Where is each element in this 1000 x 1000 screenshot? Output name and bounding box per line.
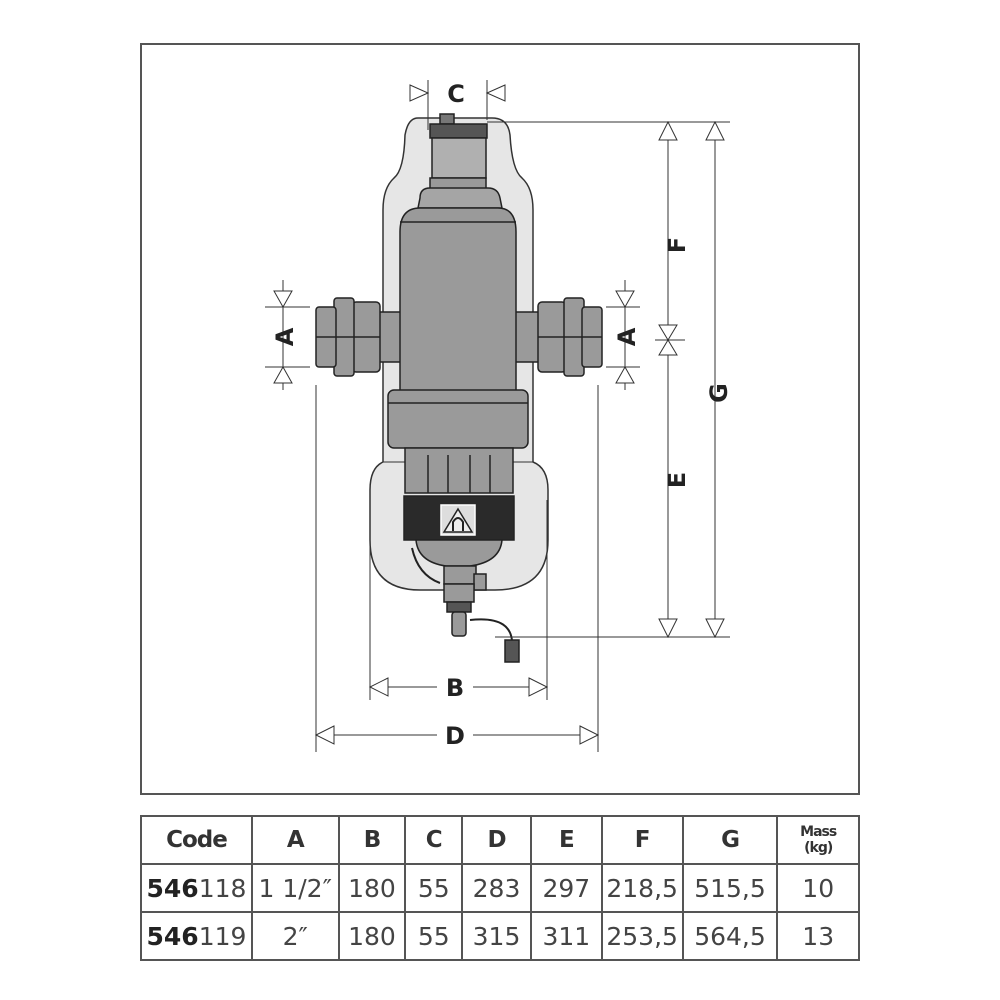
- cell-g: 564,5: [681, 911, 779, 961]
- dim-label-b: B: [446, 674, 464, 702]
- header-b: B: [337, 815, 407, 865]
- dim-label-a-right: A: [613, 327, 641, 346]
- dim-label-g: G: [705, 383, 733, 403]
- header-mass: Mass(kg): [776, 815, 860, 865]
- header-f: F: [600, 815, 684, 865]
- code-suffix: 119: [198, 921, 247, 951]
- cell-d: 283: [461, 863, 532, 913]
- code-prefix: 546: [146, 921, 199, 951]
- cell-mass: 10: [776, 863, 860, 913]
- table-row: 546119 2″ 180 55 315 311 253,5 564,5 13: [140, 911, 860, 961]
- cell-g: 515,5: [681, 863, 779, 913]
- table-row: 546118 1 1/2″ 180 55 283 297 218,5 515,5…: [140, 863, 860, 913]
- dim-label-d: D: [445, 722, 465, 750]
- dim-label-a-left: A: [271, 327, 299, 346]
- code-suffix: 118: [198, 873, 247, 903]
- cell-c: 55: [404, 863, 464, 913]
- cell-f: 218,5: [600, 863, 684, 913]
- cell-f: 253,5: [600, 911, 684, 961]
- cell-e: 297: [529, 863, 603, 913]
- separator-body: [387, 113, 529, 663]
- cell-c: 55: [404, 911, 464, 961]
- header-e: E: [529, 815, 603, 865]
- separator-diagram: C B D F E G A A: [140, 43, 860, 795]
- cell-a: 1 1/2″: [250, 863, 340, 913]
- header-code: Code: [140, 815, 253, 865]
- cell-e: 311: [529, 911, 603, 961]
- dimension-lines: [265, 80, 730, 752]
- header-g: G: [681, 815, 779, 865]
- code-prefix: 546: [146, 873, 199, 903]
- dim-label-f: F: [663, 237, 691, 253]
- warning-icon: [440, 504, 476, 536]
- cell-b: 180: [337, 911, 407, 961]
- header-a: A: [250, 815, 340, 865]
- cell-code: 546119: [140, 911, 253, 961]
- dim-label-c: C: [447, 80, 465, 108]
- cell-a: 2″: [250, 911, 340, 961]
- cell-d: 315: [461, 911, 532, 961]
- dim-label-e: E: [663, 472, 691, 488]
- header-c: C: [404, 815, 464, 865]
- table-header-row: Code A B C D E F G Mass(kg): [140, 815, 860, 865]
- header-mass-line2: (kg): [804, 840, 833, 856]
- cell-mass: 13: [776, 911, 860, 961]
- cell-code: 546118: [140, 863, 253, 913]
- cell-b: 180: [337, 863, 407, 913]
- header-d: D: [461, 815, 532, 865]
- header-mass-line1: Mass: [800, 824, 837, 840]
- dimensions-table: Code A B C D E F G Mass(kg) 546118 1 1/2…: [140, 815, 860, 961]
